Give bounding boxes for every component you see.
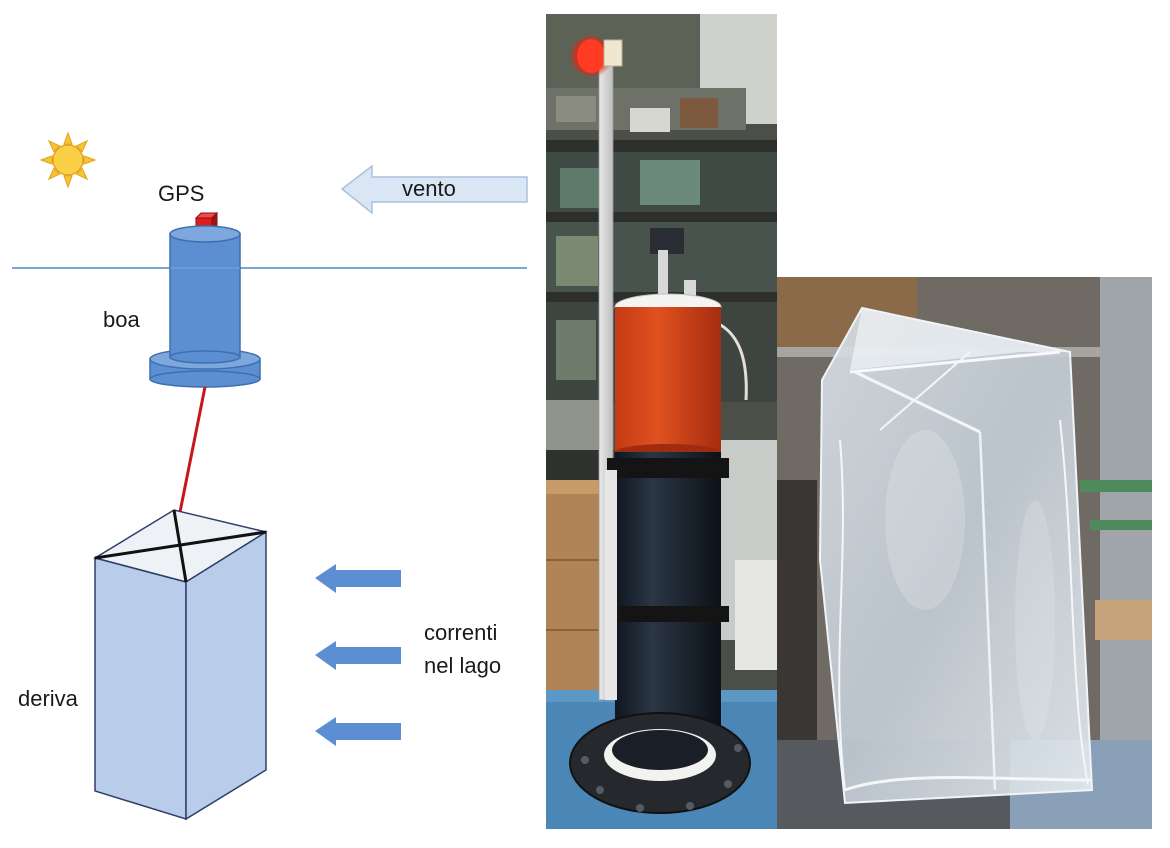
tether-line: [178, 386, 207, 513]
sun-icon: [39, 131, 97, 189]
currents-label-line2: nel lago: [424, 653, 501, 678]
buoy-photo: [546, 14, 777, 829]
gps-label: GPS: [158, 181, 204, 206]
buoy-body: [149, 225, 261, 388]
schematic-diagram: vento GPS boa: [12, 131, 528, 821]
drogue-label: deriva: [18, 686, 79, 711]
wind-label: vento: [402, 176, 456, 201]
current-arrow-icon: [315, 564, 401, 593]
wind-arrow-icon: [340, 164, 528, 215]
currents-label-line1: correnti: [424, 620, 497, 645]
current-arrows: [315, 564, 401, 746]
current-arrow-icon: [315, 717, 401, 746]
drogue-box: [93, 509, 268, 821]
drogue-photo: [777, 277, 1152, 829]
buoy-label: boa: [103, 307, 140, 332]
current-arrow-icon: [315, 641, 401, 670]
